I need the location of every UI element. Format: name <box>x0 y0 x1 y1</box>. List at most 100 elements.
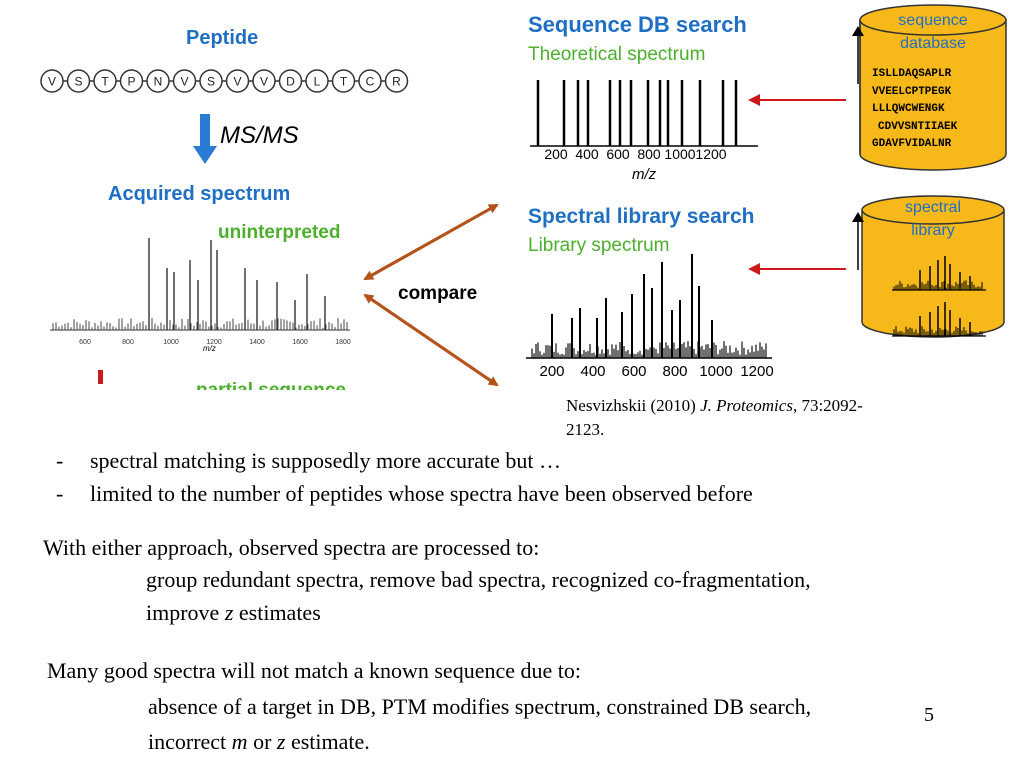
library-spectrum-label: Library spectrum <box>528 235 670 256</box>
residue-letter: T <box>340 75 348 89</box>
seqdb-red-arrow-icon <box>748 94 846 106</box>
para2-line1: absence of a target in DB, PTM modifies … <box>148 694 812 719</box>
para1-line2-pre: improve <box>146 600 225 625</box>
library-tick-label: 200 <box>539 363 564 379</box>
theoretical-tick-label: 800 <box>637 146 661 162</box>
library-mini-spectrum-icon <box>892 302 986 337</box>
msms-label: MS/MS <box>220 122 299 149</box>
speclib-cylinder-line1: spectral <box>904 199 962 216</box>
seqdb-sequence: ISLLDAQSAPLR <box>872 68 952 80</box>
para1-line2-post: estimates <box>233 600 321 625</box>
residue-letter: V <box>48 75 56 89</box>
library-tick-label: 1000 <box>699 363 732 379</box>
compare-arrows <box>363 203 499 387</box>
acquired-tick-label: 800 <box>122 339 134 346</box>
slide-number: 5 <box>924 704 934 726</box>
para1-intro: With either approach, observed spectra a… <box>43 535 540 560</box>
seqdb-title: Sequence DB search <box>528 12 747 37</box>
uninterpreted-label: uninterpreted <box>218 222 341 243</box>
library-cylinder-up-arrow-icon <box>852 212 864 270</box>
library-tick-label: 400 <box>580 363 605 379</box>
seqdb-cylinder-line2: database <box>900 35 966 52</box>
residue-letter: V <box>260 75 268 89</box>
acquired-tick-label: 1800 <box>335 339 351 346</box>
residue-letter: N <box>154 75 163 89</box>
seqdb-sequence: LLLQWCWENGK <box>872 103 945 115</box>
para2-z-variable: z <box>276 729 286 754</box>
acquired-tick-label: 1200 <box>206 339 222 346</box>
acquired-tick-label: 1400 <box>249 339 265 346</box>
speclib-cylinder-line2: library <box>911 222 955 239</box>
bullet-dash: - <box>56 448 64 473</box>
library-tick-label: 1200 <box>740 363 773 379</box>
theoretical-label: Theoretical spectrum <box>528 44 706 65</box>
msms-down-arrow-icon <box>193 114 217 164</box>
compare-label: compare <box>398 283 478 304</box>
para2-m-variable: m <box>231 729 248 754</box>
library-mini-spectrum-icon <box>892 256 986 291</box>
acquired-spectrum-plot <box>50 238 350 331</box>
citation-details: , 73:2092- <box>792 396 863 415</box>
spectral-library-cylinder-icon <box>861 195 1005 338</box>
bullet-dash: - <box>56 481 64 506</box>
bullet-text: spectral matching is supposedly more acc… <box>90 448 562 473</box>
para1-line2: improve z estimates <box>146 600 321 626</box>
library-tick-label: 800 <box>662 363 687 379</box>
residue-letter: V <box>180 75 188 89</box>
library-tick-label: 600 <box>621 363 646 379</box>
para1-line1: group redundant spectra, remove bad spec… <box>146 567 811 592</box>
citation-journal: J. Proteomics <box>700 396 793 415</box>
citation-authors: Nesvizhskii (2010) <box>566 396 696 415</box>
theoretical-tick-label: 400 <box>575 146 599 162</box>
para2-line2-mid: or <box>247 729 277 754</box>
para2-intro: Many good spectra will not match a known… <box>47 658 581 683</box>
theoretical-tick-label: 1000 <box>664 146 695 162</box>
theoretical-tick-label: 200 <box>544 146 568 162</box>
library-title: Spectral library search <box>528 205 755 228</box>
residue-letter: L <box>314 75 321 89</box>
citation-line-2: 2123. <box>566 420 605 439</box>
speclib-red-arrow-icon <box>748 263 846 275</box>
para2-line2: incorrect m or z estimate. <box>148 729 370 755</box>
cylinder-up-arrow-icon <box>852 26 864 84</box>
bullet-item: - limited to the number of peptides whose… <box>56 481 753 507</box>
partial-sequence-mark <box>98 370 103 384</box>
residue-letter: S <box>207 75 215 89</box>
theoretical-spectrum-plot <box>530 80 758 147</box>
residue-circle <box>384 69 409 93</box>
sequence-database-cylinder-icon <box>859 4 1007 171</box>
seqdb-sequence: VVEELCPTPEGK <box>872 85 952 98</box>
residue-letter: P <box>127 75 135 89</box>
peptide-label: Peptide <box>186 27 259 49</box>
residue-letter: V <box>233 75 241 89</box>
para1-z-variable: z <box>224 600 234 625</box>
partial-sequence-clip: partial sequence <box>90 366 370 390</box>
residue-letter: T <box>101 75 109 89</box>
citation-line-1: Nesvizhskii (2010) J. Proteomics, 73:209… <box>566 394 863 418</box>
theoretical-axis-label: m/z <box>632 166 657 183</box>
residue-letter: R <box>392 75 401 89</box>
para2-line2-post: estimate. <box>285 729 370 754</box>
partial-sequence-label: partial sequence <box>196 380 346 390</box>
residue-letter: D <box>286 75 295 89</box>
acquired-axis-label: m/z <box>203 344 216 353</box>
citation: Nesvizhskii (2010) J. Proteomics, 73:209… <box>566 394 863 442</box>
library-spectrum-plot <box>526 254 772 359</box>
seqdb-sequence: GDAVFVIDALNR <box>872 138 952 150</box>
acquired-spectrum-label: Acquired spectrum <box>108 183 291 205</box>
seqdb-sequence: CDVVSNTIIAEK <box>878 120 958 133</box>
acquired-tick-label: 1000 <box>163 339 179 346</box>
bullet-text: limited to the number of peptides whose … <box>90 481 753 506</box>
seqdb-sequence-list: ISLLDAQSAPLR VVEELCPTPEGK LLLQWCWENGK CD… <box>872 66 957 154</box>
theoretical-tick-label: 1200 <box>695 146 726 162</box>
para2-line2-pre: incorrect <box>148 729 232 754</box>
theoretical-tick-label: 600 <box>606 146 630 162</box>
bullet-item: - spectral matching is supposedly more ac… <box>56 448 561 474</box>
acquired-tick-label: 600 <box>79 339 91 346</box>
